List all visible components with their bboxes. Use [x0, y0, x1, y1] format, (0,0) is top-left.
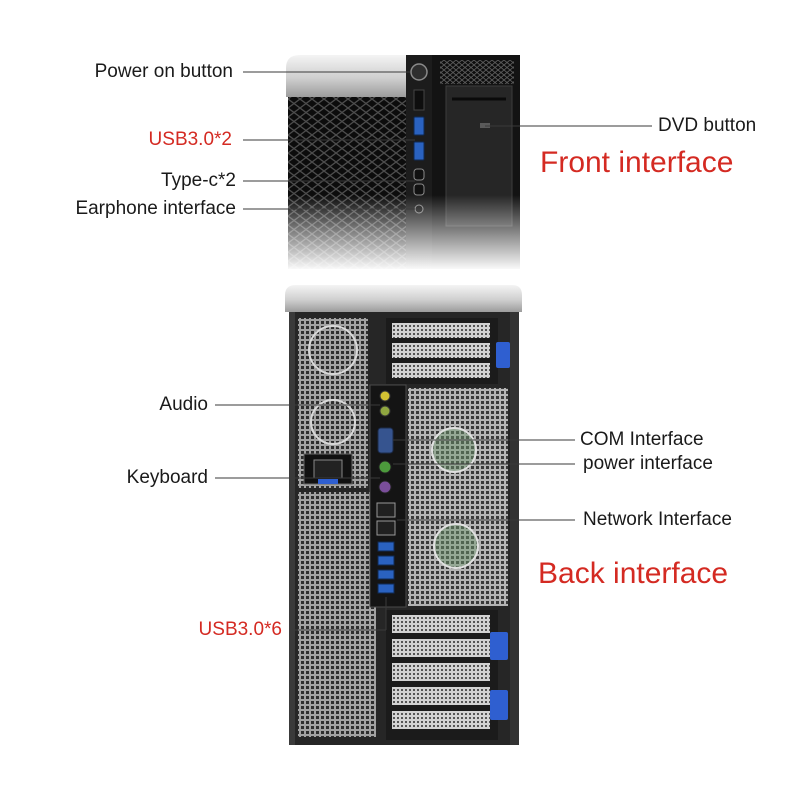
slot-cover — [392, 323, 490, 338]
slot-cover — [392, 663, 490, 681]
label-rear-usb: USB3.0*6 — [198, 619, 282, 640]
com-port — [377, 427, 394, 454]
back-top-cap — [285, 285, 522, 312]
lower-grille — [298, 492, 376, 737]
label-earphone: Earphone interface — [75, 198, 236, 219]
rear-fan — [433, 523, 479, 569]
label-front-usb: USB3.0*2 — [148, 129, 232, 150]
heading-back-interface: Back interface — [538, 557, 729, 590]
ps2-keyboard-port — [378, 460, 392, 474]
chassis-right-edge — [510, 312, 519, 745]
activity-led — [413, 89, 425, 111]
dvd-bay-grille — [440, 60, 514, 84]
power-socket-inner — [313, 459, 343, 479]
card-clip — [490, 632, 508, 660]
power-button-icon — [410, 63, 428, 81]
rear-usb-port — [377, 569, 395, 580]
socket-clip — [318, 479, 338, 484]
rear-fan — [431, 427, 477, 473]
label-power-interface: power interface — [583, 453, 713, 474]
chassis-edge — [289, 312, 295, 745]
ps2-mouse-port — [378, 480, 392, 494]
network-port — [376, 520, 396, 536]
network-port — [376, 502, 396, 518]
rear-usb-port — [377, 583, 395, 594]
label-type-c: Type-c*2 — [161, 170, 236, 191]
slot-cover — [392, 639, 490, 657]
slot-cover — [392, 363, 490, 378]
leader-lines — [215, 71, 652, 631]
psu-fan — [308, 325, 358, 375]
label-network-interface: Network Interface — [583, 509, 732, 530]
front-fade-overlay — [278, 195, 528, 271]
type-c-port — [413, 183, 425, 196]
rear-usb-port — [377, 555, 395, 566]
slot-cover — [392, 343, 490, 358]
label-audio: Audio — [159, 394, 208, 415]
rear-fan-grille — [408, 388, 508, 606]
label-power-button: Power on button — [94, 61, 233, 82]
audio-jack — [379, 390, 391, 402]
front-top-cap — [286, 55, 410, 97]
card-clip — [496, 342, 510, 368]
rear-usb-port — [377, 541, 395, 552]
type-c-port — [413, 168, 425, 181]
slot-cover — [392, 687, 490, 705]
slot-cover — [392, 615, 490, 633]
card-clip — [490, 690, 508, 720]
front-usb-port — [413, 141, 425, 161]
label-keyboard: Keyboard — [126, 467, 208, 488]
heading-front-interface: Front interface — [540, 146, 734, 179]
psu-fan — [310, 399, 356, 445]
front-view — [278, 55, 528, 271]
slot-cover — [392, 711, 490, 729]
front-usb-port — [413, 116, 425, 136]
label-dvd-button: DVD button — [658, 115, 757, 136]
back-view — [285, 285, 522, 745]
label-com-interface: COM Interface — [580, 429, 704, 450]
audio-jack — [379, 405, 391, 417]
